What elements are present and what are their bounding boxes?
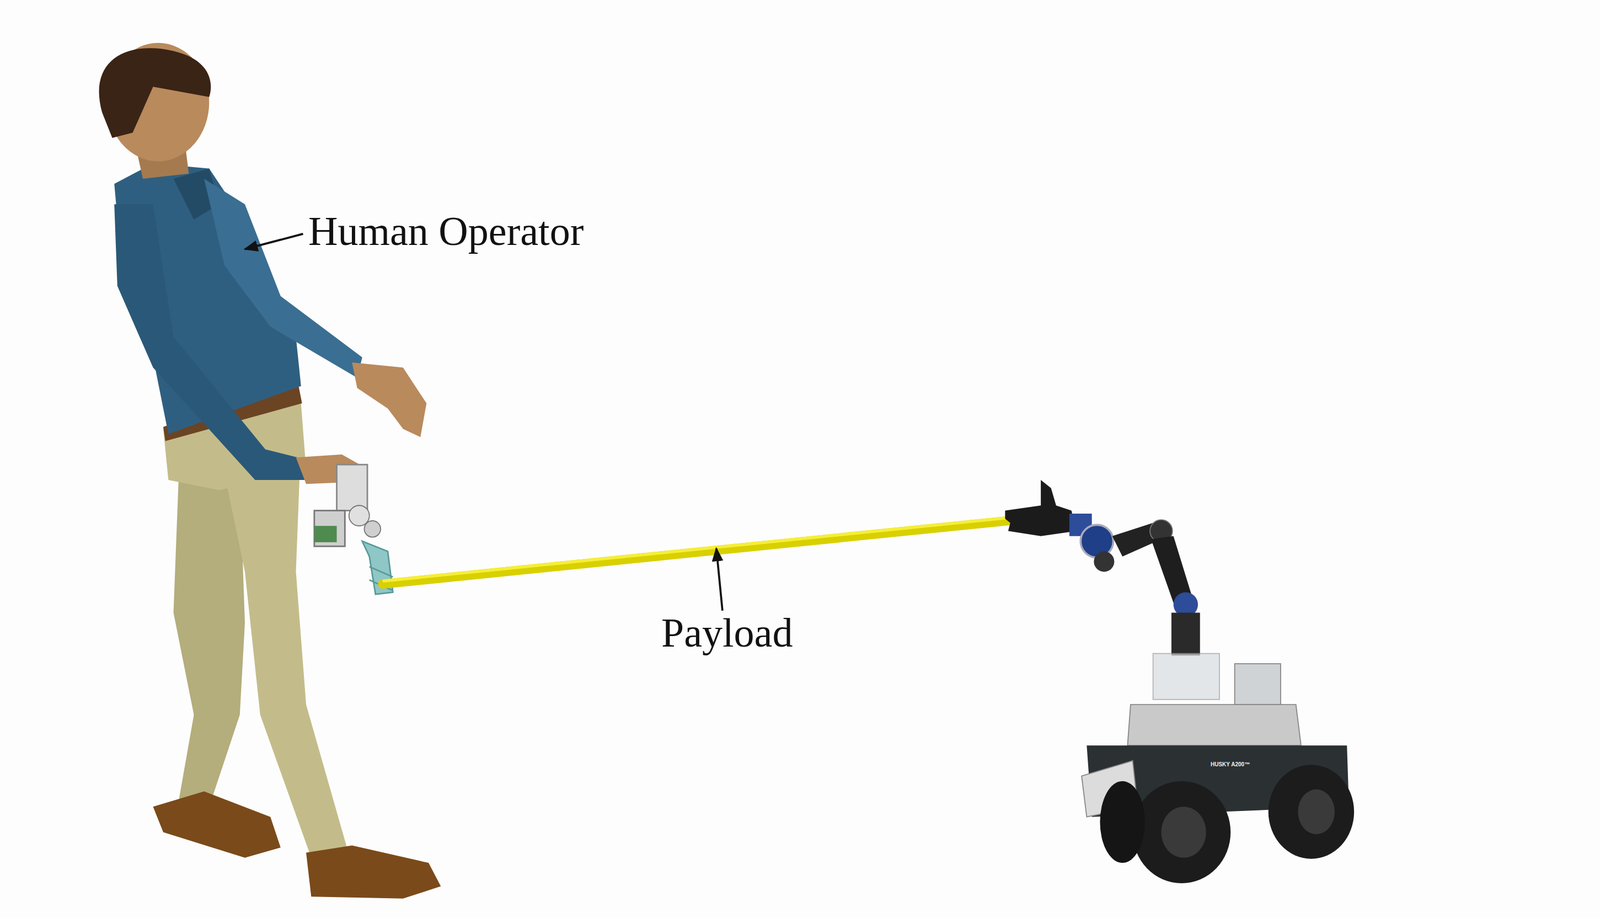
leader-arrow [244,233,303,250]
callout-label: Human Operator [308,210,584,252]
haptic-gripper [314,464,393,595]
payload-highlight [382,517,1009,581]
robot-badge: HUSKY A200™ [1210,761,1250,768]
payload-rod [382,520,1009,585]
mobile-manipulator [1004,479,1355,884]
callout-label: Payload [661,612,793,654]
human-operator [99,43,442,899]
leader-arrow [716,548,723,611]
